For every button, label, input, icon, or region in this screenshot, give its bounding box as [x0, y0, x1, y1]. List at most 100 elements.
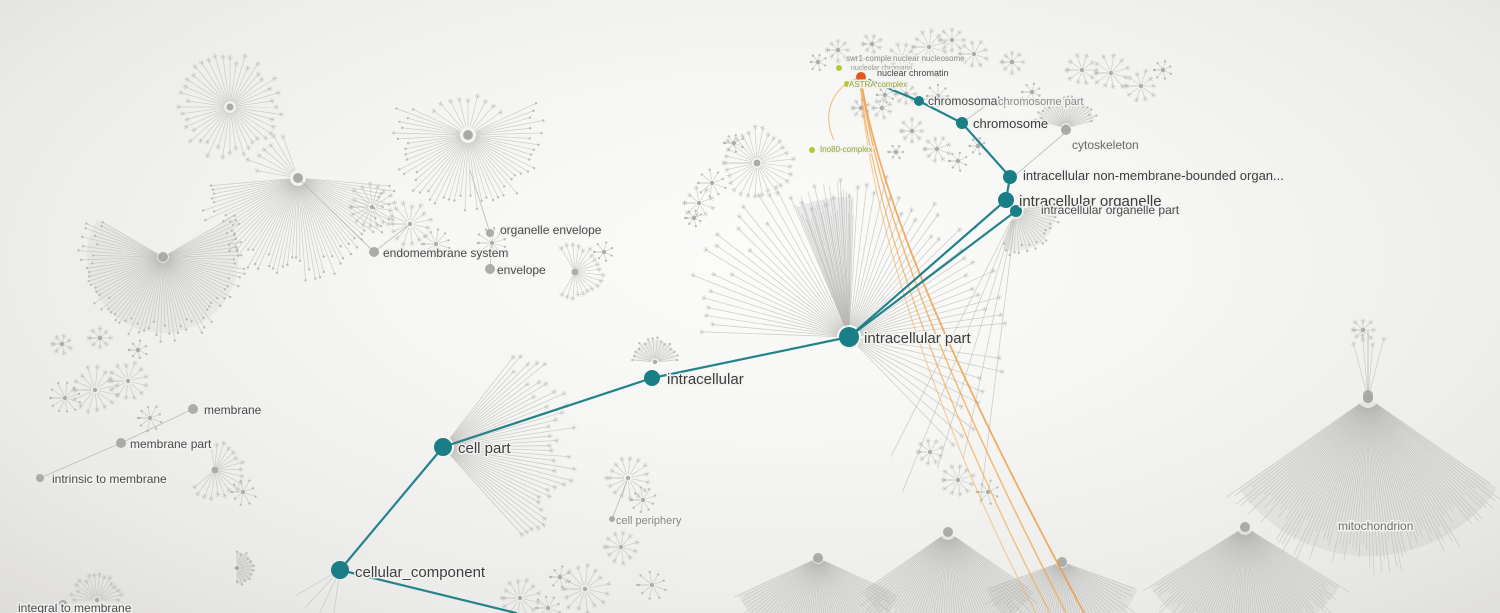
fan-center-node[interactable] — [955, 158, 961, 164]
fan-center-node[interactable] — [135, 347, 141, 353]
fan-center-node[interactable] — [1079, 67, 1085, 73]
fan-center-node[interactable] — [927, 449, 933, 455]
fan-center-node[interactable] — [1009, 59, 1015, 65]
fan-center-node[interactable] — [1057, 557, 1067, 567]
fan-center-node[interactable] — [1360, 327, 1366, 333]
fan-cluster — [925, 83, 949, 108]
fan-center-node[interactable] — [652, 359, 658, 365]
fan-center-node[interactable] — [97, 335, 103, 341]
fan-center-node[interactable] — [835, 47, 841, 53]
fan-center-node[interactable] — [691, 215, 697, 221]
fan-center-node[interactable] — [601, 249, 607, 255]
graph-node-membrane-part[interactable] — [116, 438, 126, 448]
fan-cluster — [191, 438, 246, 502]
fan-center-node[interactable] — [709, 180, 715, 186]
graph-node-ino80-complex[interactable] — [809, 147, 815, 153]
graph-node-cellular-component[interactable] — [331, 561, 349, 579]
fan-cluster — [722, 134, 745, 153]
graph-node-membrane[interactable] — [188, 404, 198, 414]
fan-sector — [1150, 527, 1340, 613]
fan-center-node[interactable] — [94, 597, 100, 603]
fan-center-node[interactable] — [557, 574, 563, 580]
fan-center-node[interactable] — [640, 497, 646, 503]
graph-node-cell-periphery[interactable] — [609, 516, 615, 522]
graph-node-chromosome-part[interactable] — [989, 98, 995, 104]
fan-center-node[interactable] — [517, 595, 523, 601]
fan-center-node[interactable] — [226, 103, 234, 111]
fan-cluster — [915, 437, 945, 467]
graph-node-intrinsic-to-membrane[interactable] — [36, 474, 44, 482]
graph-node-organelle-envelope[interactable] — [486, 229, 494, 237]
fan-center-node[interactable] — [545, 605, 551, 611]
fan-center-node[interactable] — [234, 565, 240, 571]
fan-center-node[interactable] — [158, 252, 168, 262]
fan-center-node[interactable] — [1138, 83, 1144, 89]
graph-node-cell-part[interactable] — [434, 438, 452, 456]
graph-node-integral-to-membrane[interactable] — [59, 600, 67, 608]
fan-cluster — [175, 53, 285, 160]
fan-center-node[interactable] — [943, 527, 953, 537]
graph-node-complex-a[interactable] — [836, 65, 842, 71]
fan-center-node[interactable] — [934, 146, 940, 152]
fan-center-node[interactable] — [1240, 522, 1250, 532]
fan-center-node[interactable] — [125, 378, 131, 384]
fan-center-node[interactable] — [731, 140, 737, 146]
graph-node-intracellular-organelle-part[interactable] — [1010, 205, 1022, 217]
fan-center-node[interactable] — [815, 59, 821, 65]
graph-node-intracellular-part[interactable] — [839, 327, 859, 347]
fan-center-node[interactable] — [369, 204, 375, 210]
graph-node-endomembrane-system[interactable] — [369, 247, 379, 257]
fan-cluster — [1093, 52, 1131, 90]
fan-center-node[interactable] — [753, 159, 761, 167]
fan-center-node[interactable] — [240, 489, 246, 495]
fan-center-node[interactable] — [571, 268, 579, 276]
graph-node-mitochondrion-stem[interactable] — [1363, 390, 1373, 400]
fan-center-node[interactable] — [949, 37, 955, 43]
graph-node-chromosomal-part[interactable] — [914, 96, 924, 106]
fan-center-node[interactable] — [985, 489, 991, 495]
fan-center-node[interactable] — [1029, 89, 1035, 95]
fan-cluster — [947, 151, 968, 172]
fan-center-node[interactable] — [813, 553, 823, 563]
fan-center-node[interactable] — [869, 41, 875, 47]
fan-center-node[interactable] — [59, 341, 65, 347]
fan-center-node[interactable] — [1108, 70, 1114, 76]
fan-center-node[interactable] — [1160, 67, 1166, 73]
graph-node-envelope[interactable] — [485, 264, 495, 274]
fan-cluster — [71, 364, 121, 415]
graph-node-cytoskeleton[interactable] — [1061, 125, 1071, 135]
term-label: nucleolar chromatin — [851, 65, 912, 72]
fan-center-node[interactable] — [926, 44, 932, 50]
fan-center-node[interactable] — [893, 149, 899, 155]
fan-center-node[interactable] — [696, 200, 702, 206]
fan-center-node[interactable] — [147, 415, 153, 421]
fan-center-node[interactable] — [582, 586, 588, 592]
fan-center-node[interactable] — [882, 92, 888, 98]
term-label: swr1-complex — [846, 54, 895, 63]
graph-node-astra-complex[interactable] — [844, 81, 850, 87]
term-label: nuclear nucleosome — [893, 54, 965, 63]
fan-center-node[interactable] — [879, 105, 885, 111]
fan-center-node[interactable] — [92, 387, 98, 393]
graph-node-chromosome[interactable] — [956, 117, 968, 129]
graph-node-intracellular-non-membrane-bounded-organelle[interactable] — [1003, 170, 1017, 184]
fan-center-node[interactable] — [899, 55, 905, 61]
fan-center-node[interactable] — [62, 395, 68, 401]
fan-center-node[interactable] — [618, 544, 624, 550]
fan-center-node[interactable] — [975, 143, 981, 149]
fan-center-node[interactable] — [211, 466, 219, 474]
fan-center-node[interactable] — [649, 582, 655, 588]
graph-node-nuclear-chromatin-highlight[interactable] — [856, 72, 866, 82]
fan-center-node[interactable] — [955, 477, 961, 483]
fan-center-node[interactable] — [433, 241, 439, 247]
fan-cluster — [86, 325, 114, 350]
fan-center-node[interactable] — [909, 128, 915, 134]
fan-center-node[interactable] — [971, 51, 977, 57]
highlight-path-layer — [338, 78, 1018, 613]
graph-node-intracellular-organelle[interactable] — [998, 192, 1014, 208]
fan-center-node[interactable] — [464, 131, 472, 139]
graph-node-intracellular[interactable] — [644, 370, 660, 386]
fan-cluster — [887, 41, 919, 72]
